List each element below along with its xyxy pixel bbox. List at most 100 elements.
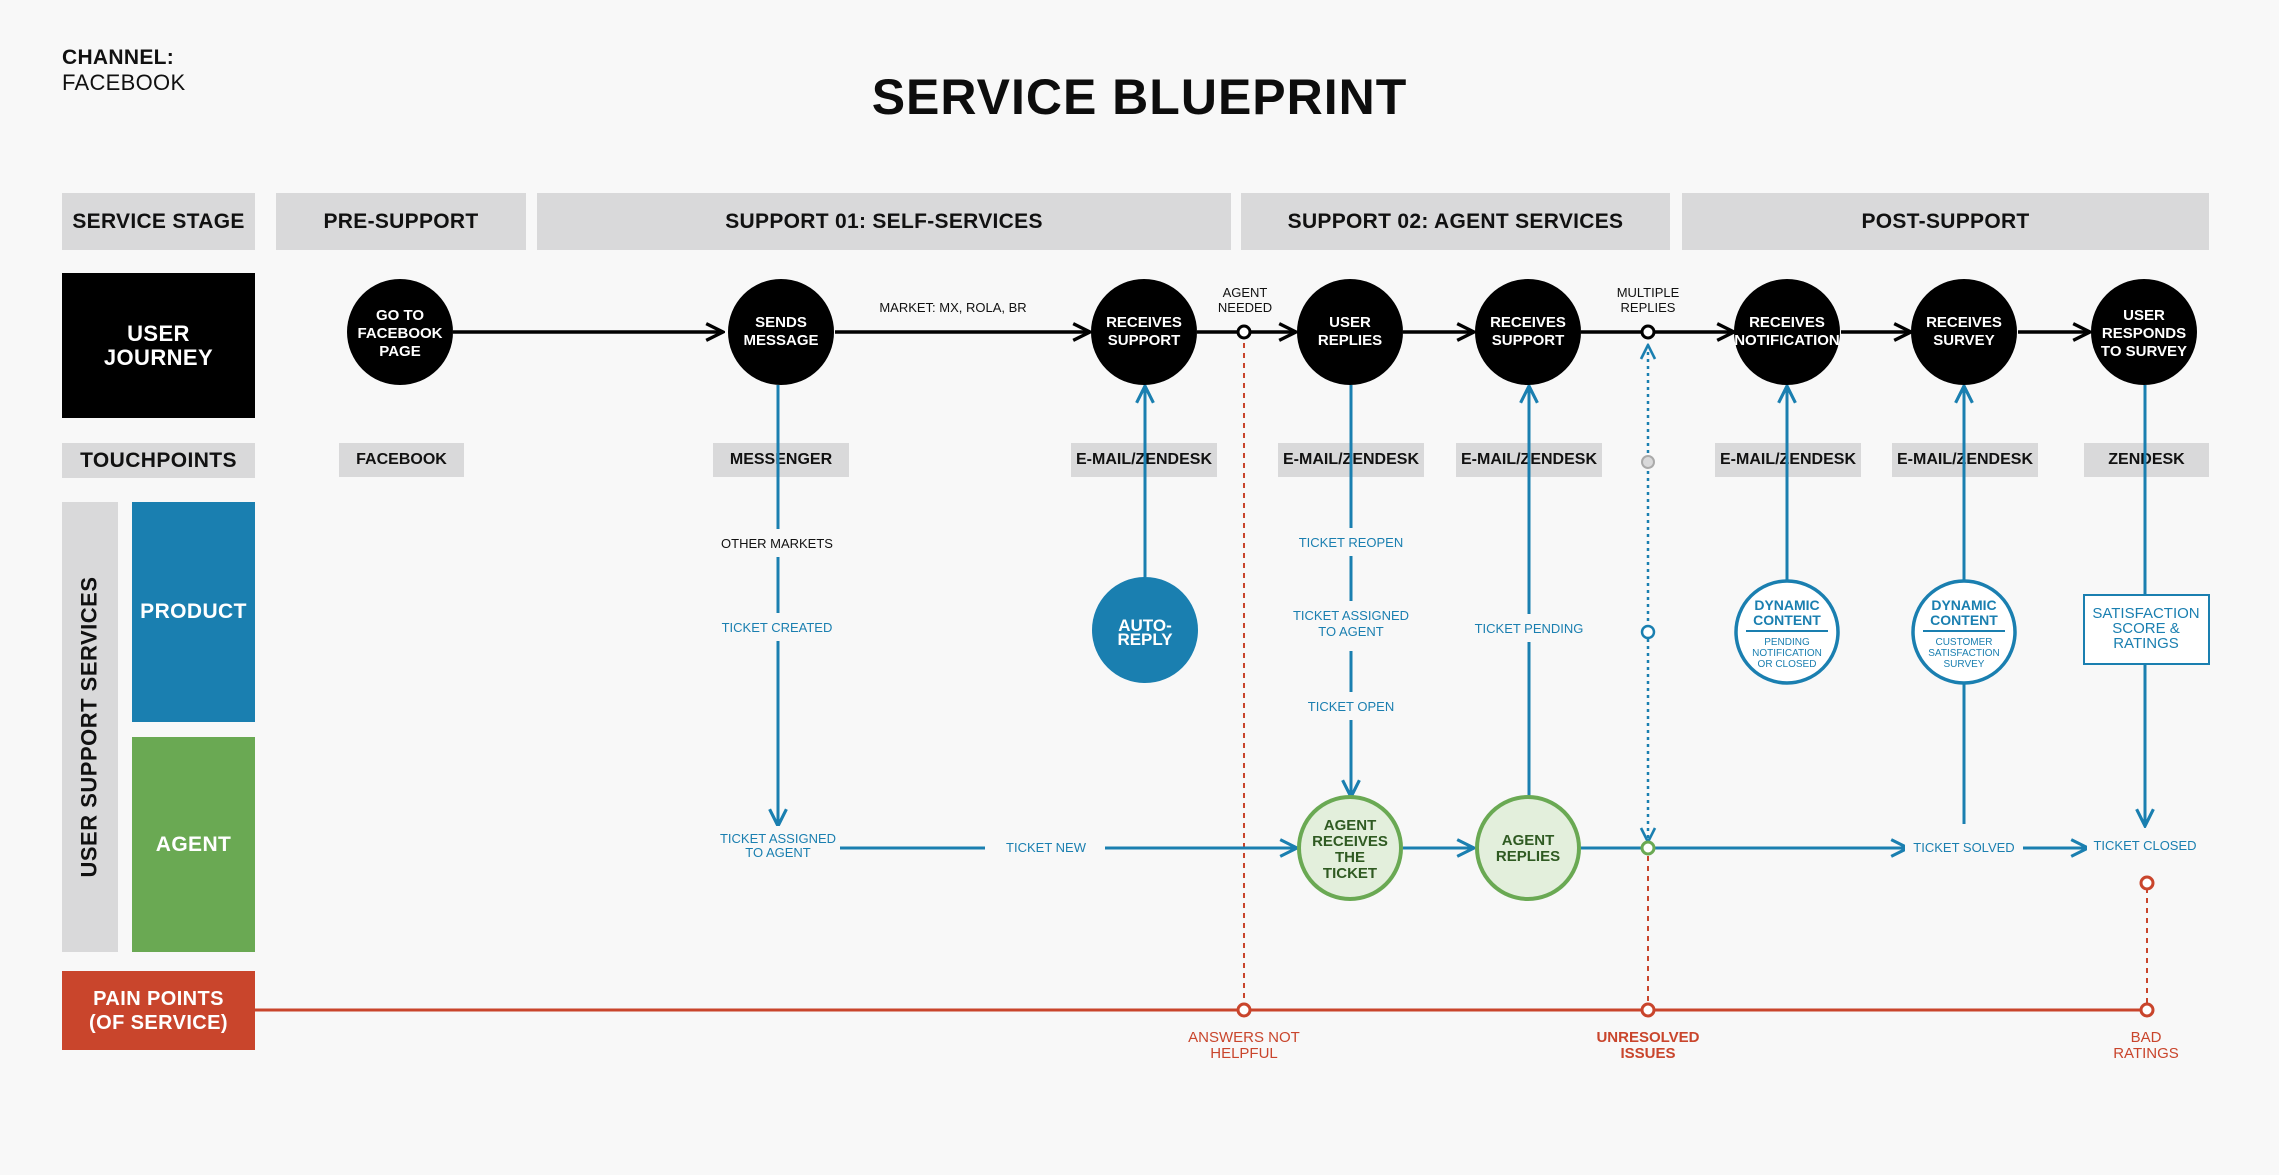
ticket-new-label: TICKET NEW	[1006, 840, 1087, 855]
multiple-replies-agent-node	[1640, 840, 1656, 856]
agent-needed-line1: AGENT	[1223, 285, 1268, 300]
journey-text-2a: SENDS	[755, 314, 807, 331]
agent-receives-line1: AGENT	[1324, 817, 1377, 834]
agent-receives-line2: RECEIVES	[1312, 833, 1388, 850]
agent-receives-ticket-node	[1297, 795, 1403, 901]
journey-text-1a: GO TO	[376, 307, 424, 324]
agent-receives-line3: THE	[1335, 849, 1365, 866]
multiple-replies-node	[1640, 324, 1656, 340]
stage-post-support: POST-SUPPORT	[1682, 193, 2209, 250]
journey-node-user-replies	[1297, 279, 1403, 385]
agent-replies-node	[1475, 795, 1581, 901]
auto-reply-node	[1092, 577, 1198, 683]
satisfaction-line1: SATISFACTION	[2092, 605, 2199, 622]
agent-receives-line4: TICKET	[1323, 865, 1377, 882]
dynamic-content-1-sub-a: PENDING	[1764, 637, 1810, 648]
row-label-agent: AGENT	[132, 737, 255, 952]
row-label-user-support-services: USER SUPPORT SERVICES	[62, 502, 118, 952]
pain-label-1-line2: HELPFUL	[1210, 1045, 1278, 1062]
other-markets-label: OTHER MARKETS	[721, 536, 833, 551]
ticket-closed-label: TICKET CLOSED	[2093, 838, 2196, 853]
pain-label-1-line1: ANSWERS NOT	[1188, 1029, 1300, 1046]
journey-node-go-to-facebook	[347, 279, 453, 385]
journey-text-6b: NOTIFICATION	[1734, 332, 1840, 349]
satisfaction-box	[2083, 594, 2210, 665]
ticket-assigned-line2: TO AGENT	[1318, 624, 1384, 639]
row-label-user-journey: USER JOURNEY	[62, 273, 255, 418]
journey-node-sends-message	[728, 279, 834, 385]
journey-text-5a: RECEIVES	[1490, 314, 1566, 331]
row-label-pain-points: PAIN POINTS (OF SERVICE)	[62, 971, 255, 1050]
agent-replies-line2: REPLIES	[1496, 848, 1560, 865]
touchpoint-messenger: MESSENGER	[713, 443, 849, 477]
dynamic-content-2-sub-b: SATISFACTION	[1928, 648, 2000, 659]
journey-text-4a: USER	[1329, 314, 1371, 331]
row-label-user-journey-line1: USER	[127, 320, 190, 346]
multiple-replies-line1: MULTIPLE	[1617, 285, 1680, 300]
touchpoint-facebook: FACEBOOK	[339, 443, 464, 477]
stage-pre-support: PRE-SUPPORT	[276, 193, 526, 250]
auto-reply-line2: REPLY	[1117, 630, 1173, 649]
row-label-user-journey-line2: JOURNEY	[103, 344, 214, 370]
journey-node-receives-support-2	[1475, 279, 1581, 385]
journey-node-user-responds	[2091, 279, 2197, 385]
pain-node-1	[1236, 1002, 1252, 1018]
row-label-touchpoints: TOUCHPOINTS	[62, 443, 255, 478]
ticket-pending-label: TICKET PENDING	[1475, 621, 1584, 636]
pain-label-2-line2: ISSUES	[1620, 1045, 1675, 1062]
dynamic-content-1-title-a: DYNAMIC	[1754, 597, 1819, 613]
pain-node-3	[2139, 1002, 2155, 1018]
agent-needed-line2: NEEDED	[1218, 300, 1272, 315]
multiple-replies-line2: REPLIES	[1621, 300, 1676, 315]
pain-node-2	[1640, 1002, 1656, 1018]
page-title: SERVICE BLUEPRINT	[871, 69, 1408, 125]
market-annotation: MARKET: MX, ROLA, BR	[879, 300, 1026, 315]
journey-text-3a: RECEIVES	[1106, 314, 1182, 331]
satisfaction-line3: RATINGS	[2113, 635, 2179, 652]
journey-text-1c: PAGE	[379, 343, 420, 360]
auto-reply-line1: AUTO-	[1118, 616, 1172, 635]
channel-value: FACEBOOK	[62, 70, 186, 95]
pain-label-2-line1: UNRESOLVED	[1596, 1029, 1699, 1046]
multiple-replies-touch-node	[1641, 455, 1655, 469]
journey-text-5b: SUPPORT	[1492, 332, 1565, 349]
ticket-reopen-label: TICKET REOPEN	[1299, 535, 1404, 550]
journey-text-1b: FACEBOOK	[357, 325, 442, 342]
stage-self-services: SUPPORT 01: SELF-SERVICES	[537, 193, 1231, 250]
ticket-assigned-line1: TICKET ASSIGNED	[1293, 608, 1409, 623]
journey-text-6a: RECEIVES	[1749, 314, 1825, 331]
pain-label-3-line1: BAD	[2131, 1029, 2162, 1046]
journey-text-8c: TO SURVEY	[2101, 343, 2187, 360]
dynamic-content-2-title-a: DYNAMIC	[1931, 597, 1996, 613]
dynamic-content-1-sub-c: OR CLOSED	[1758, 659, 1817, 670]
dynamic-content-1-sub-b: NOTIFICATION	[1752, 648, 1822, 659]
journey-text-8b: RESPONDS	[2102, 325, 2186, 342]
dynamic-content-2-sub-a: CUSTOMER	[1935, 637, 1992, 648]
row-label-pain-points-line2: (OF SERVICE)	[89, 1011, 228, 1034]
row-label-product: PRODUCT	[132, 502, 255, 722]
row-label-pain-points-line1: PAIN POINTS	[93, 987, 224, 1010]
journey-text-4b: REPLIES	[1318, 332, 1382, 349]
agent-needed-node	[1236, 324, 1252, 340]
stage-agent-services: SUPPORT 02: AGENT SERVICES	[1241, 193, 1670, 250]
pain-label-3-line2: RATINGS	[2113, 1045, 2179, 1062]
dynamic-content-2-title-b: CONTENT	[1930, 612, 1998, 628]
pain-source-node	[2139, 875, 2155, 891]
journey-text-7a: RECEIVES	[1926, 314, 2002, 331]
ticket-assigned-agent-line1: TICKET ASSIGNED	[720, 831, 836, 846]
ticket-open-label: TICKET OPEN	[1308, 699, 1394, 714]
journey-text-7b: SURVEY	[1933, 332, 1994, 349]
channel-label: CHANNEL:	[62, 46, 175, 69]
journey-node-receives-support-1	[1091, 279, 1197, 385]
dynamic-content-1-title-b: CONTENT	[1753, 612, 1821, 628]
journey-node-receives-survey	[1911, 279, 2017, 385]
journey-node-receives-notification	[1734, 279, 1840, 385]
ticket-assigned-agent-line2: TO AGENT	[745, 845, 811, 860]
journey-text-3b: SUPPORT	[1108, 332, 1181, 349]
row-label-service-stage: SERVICE STAGE	[62, 193, 255, 250]
ticket-created-label: TICKET CREATED	[722, 620, 833, 635]
journey-text-8a: USER	[2123, 307, 2165, 324]
journey-text-2b: MESSAGE	[743, 332, 818, 349]
satisfaction-line2: SCORE &	[2112, 620, 2180, 637]
